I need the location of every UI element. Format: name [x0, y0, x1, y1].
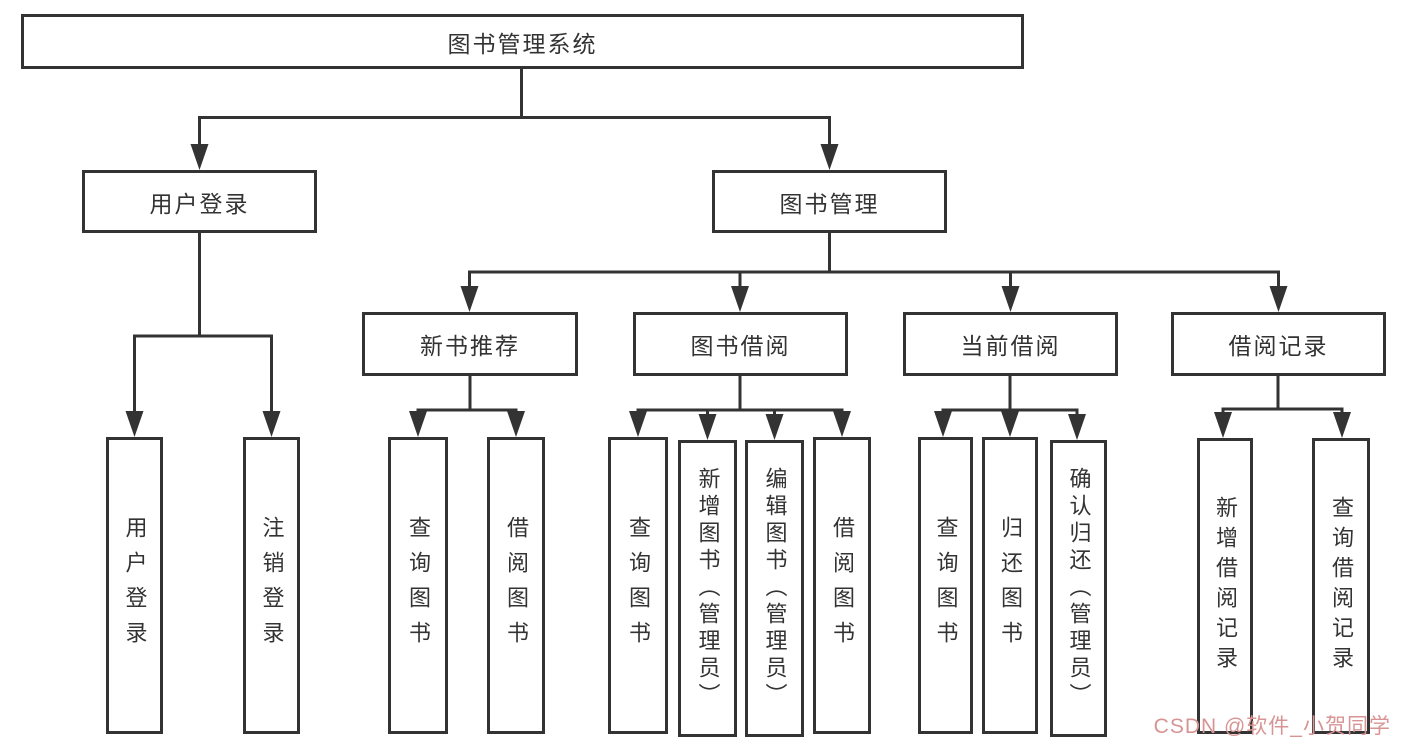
node-user-login-label: 用户登录 [149, 190, 250, 217]
leaf-logout-label: 注销登录 [259, 515, 285, 656]
leaf-edit-books-admin-label: 编辑图书（管理员） [762, 467, 788, 710]
node-user-login: 用户登录 [82, 170, 317, 233]
leaf-confirm-return-admin-label: 确认归还（管理员） [1066, 467, 1092, 710]
leaf-query-books-1-label: 查询图书 [406, 515, 431, 656]
leaf-query-borrow-record: 查询借阅记录 [1312, 438, 1370, 734]
node-borrow-records: 借阅记录 [1171, 312, 1386, 376]
node-book-borrow: 图书借阅 [633, 312, 848, 376]
leaf-borrow-books-2: 借阅图书 [813, 437, 871, 734]
leaf-user-login: 用户登录 [106, 437, 163, 734]
connector-book-mgmt [460, 233, 1288, 312]
node-root-label: 图书管理系统 [447, 30, 598, 57]
node-book-mgmt: 图书管理 [712, 170, 947, 233]
connector-current-borrow [934, 376, 1086, 440]
connector-user-login [125, 233, 281, 437]
leaf-query-books-3: 查询图书 [918, 437, 973, 734]
node-new-book-rec: 新书推荐 [362, 312, 578, 376]
node-root: 图书管理系统 [21, 14, 1024, 69]
leaf-confirm-return-admin: 确认归还（管理员） [1050, 440, 1107, 737]
watermark: CSDN @软件_小贺同学 [1153, 715, 1391, 738]
leaf-return-books: 归还图书 [982, 437, 1038, 734]
leaf-add-books-admin: 新增图书（管理员） [678, 440, 737, 737]
connector-new-book-rec [409, 376, 525, 437]
node-borrow-records-label: 借阅记录 [1228, 333, 1329, 359]
leaf-query-borrow-record-label: 查询借阅记录 [1329, 496, 1354, 676]
leaf-query-books-3-label: 查询图书 [933, 515, 959, 656]
leaf-query-books-2: 查询图书 [608, 437, 668, 734]
leaf-return-books-label: 归还图书 [998, 515, 1023, 656]
leaf-borrow-books-2-label: 借阅图书 [830, 515, 855, 656]
leaf-borrow-books-1: 借阅图书 [487, 437, 545, 734]
leaf-add-borrow-record-label: 新增借阅记录 [1213, 496, 1238, 676]
connector-book-borrow [629, 376, 851, 440]
connector-borrow-records [1214, 376, 1351, 438]
leaf-query-books-2-label: 查询图书 [626, 515, 651, 656]
leaf-add-borrow-record: 新增借阅记录 [1197, 438, 1253, 734]
leaf-user-login-label: 用户登录 [122, 515, 148, 656]
node-current-borrow-label: 当前借阅 [960, 333, 1061, 359]
leaf-edit-books-admin: 编辑图书（管理员） [745, 440, 804, 737]
connector-root [190, 69, 839, 170]
leaf-query-books-1: 查询图书 [388, 437, 448, 734]
node-book-borrow-label: 图书借阅 [690, 333, 791, 359]
leaf-logout: 注销登录 [243, 437, 300, 734]
node-new-book-rec-label: 新书推荐 [420, 333, 520, 359]
leaf-borrow-books-1-label: 借阅图书 [504, 515, 529, 656]
leaf-add-books-admin-label: 新增图书（管理员） [695, 467, 721, 710]
node-current-borrow: 当前借阅 [903, 312, 1118, 376]
node-book-mgmt-label: 图书管理 [779, 190, 880, 217]
